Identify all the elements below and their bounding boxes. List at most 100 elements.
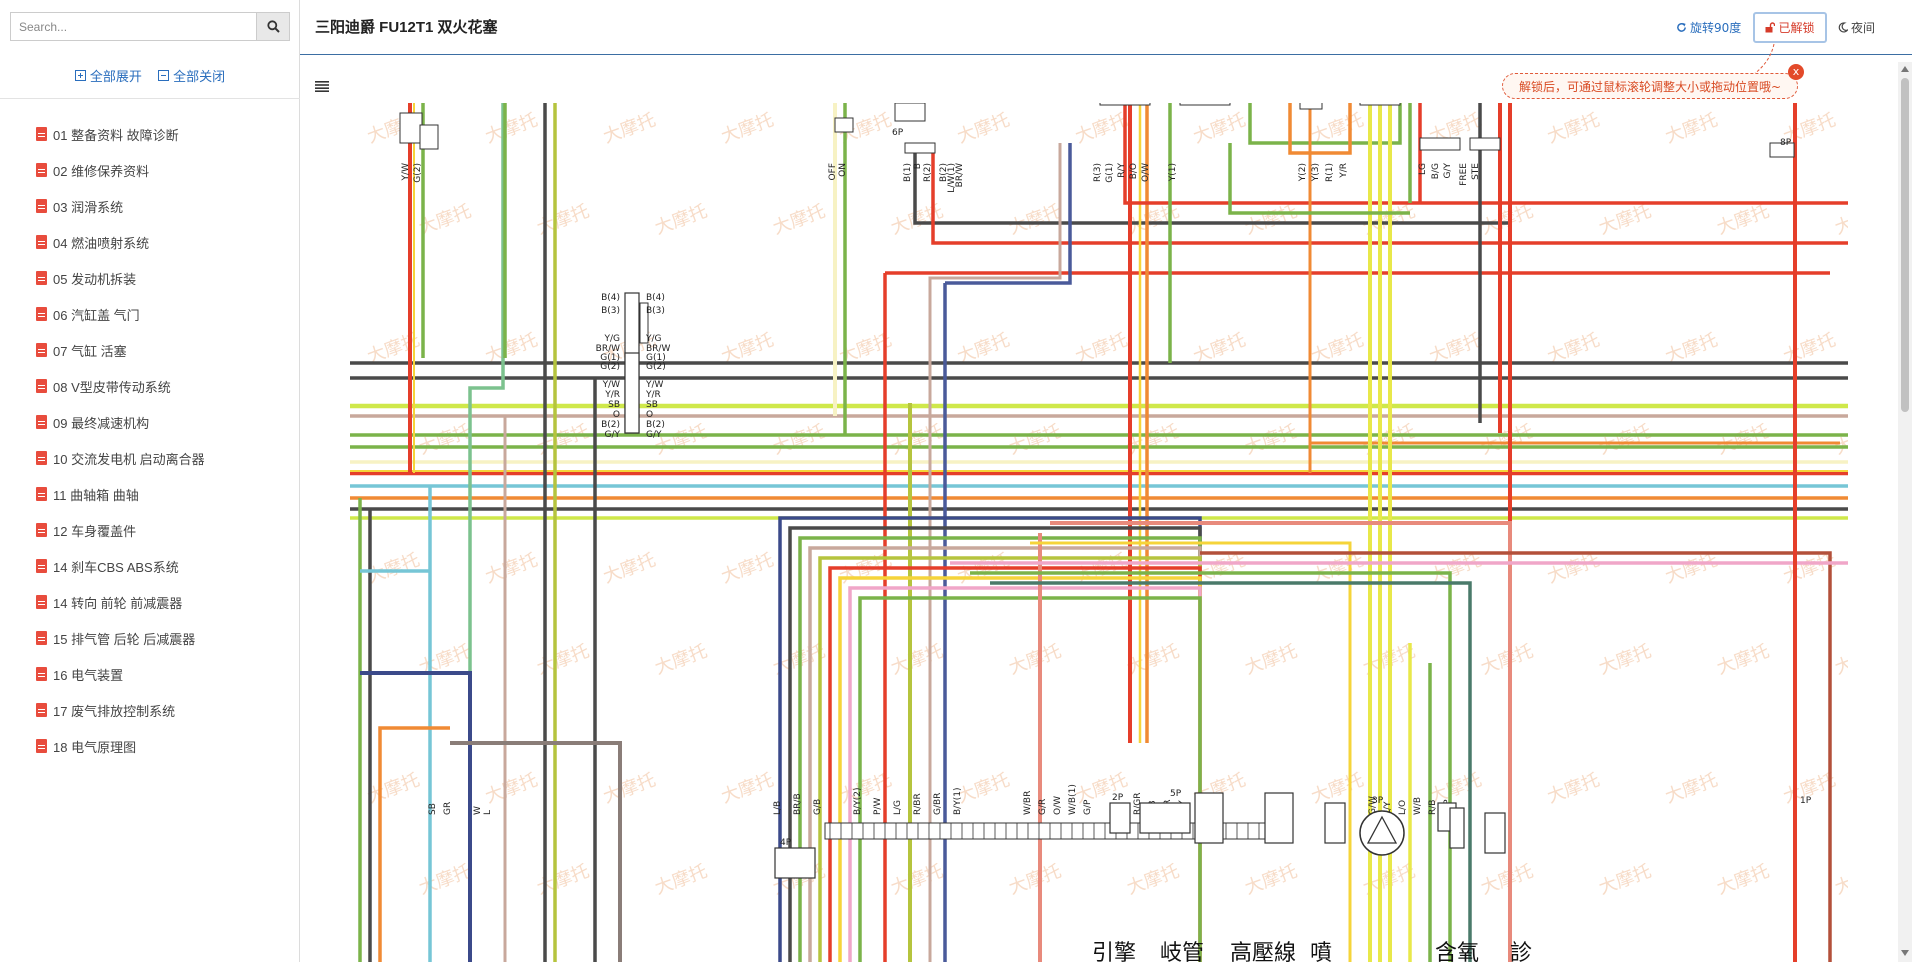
pdf-file-icon — [36, 523, 47, 537]
watermark-text: 大摩托 — [601, 109, 659, 147]
connector-pin-label-right: BR/W — [646, 344, 670, 354]
wire-label: O/W — [1141, 163, 1151, 182]
wire-label: W — [473, 806, 483, 815]
tree-item[interactable]: 07 气缸 活塞 — [36, 332, 296, 368]
tree-item-label: 07 气缸 活塞 — [53, 343, 127, 359]
tree-item[interactable]: 17 废气排放控制系统 — [36, 692, 296, 728]
connector-pin-label-right: SB — [646, 400, 658, 410]
connector-size-label: 5P — [1170, 789, 1182, 799]
watermark-text: 大摩托 — [1714, 201, 1772, 239]
tree-item-label: 11 曲轴箱 曲轴 — [53, 487, 139, 503]
rotate-label: 旋转90度 — [1690, 21, 1742, 35]
watermark-text: 大摩托 — [1006, 861, 1064, 899]
tree-item[interactable]: 15 排气管 后轮 后减震器 — [36, 620, 296, 656]
wire-label: SB — [428, 803, 438, 815]
watermark-text: 大摩托 — [534, 861, 592, 899]
wire-label: L/Y — [1383, 801, 1393, 815]
pdf-file-icon — [36, 199, 47, 213]
tree-item[interactable]: 09 最终减速机构 — [36, 404, 296, 440]
watermark-text: 大摩托 — [1478, 421, 1536, 459]
watermark-text: 大摩托 — [1545, 549, 1603, 587]
scroll-up-arrow[interactable] — [1901, 66, 1909, 72]
watermark-text: 大摩托 — [1124, 861, 1182, 899]
watermark-text: 大摩托 — [652, 641, 710, 679]
vertical-scrollbar[interactable] — [1898, 62, 1912, 962]
tree-item[interactable]: 11 曲轴箱 曲轴 — [36, 476, 296, 512]
watermark-text: 大摩托 — [1478, 641, 1536, 679]
connector-pin-label-left: Y/G — [603, 334, 620, 344]
tree-item[interactable]: 14 转向 前轮 前减震器 — [36, 584, 296, 620]
watermark-text: 大摩托 — [955, 769, 1013, 807]
tree-item[interactable]: 16 电气装置 — [36, 656, 296, 692]
tree-item[interactable]: 12 车身覆盖件 — [36, 512, 296, 548]
wire-label: P/W — [873, 798, 883, 815]
tree-item-label: 08 V型皮带传动系统 — [53, 379, 171, 395]
tree-item[interactable]: 03 润滑系统 — [36, 188, 296, 224]
connector-size-label: 6P — [892, 128, 904, 138]
connector-housing — [834, 117, 854, 133]
connector-housing — [1179, 103, 1231, 106]
wire-label: B/Y(1) — [953, 788, 963, 815]
search-button[interactable] — [256, 12, 290, 41]
watermark-text: 大摩托 — [1832, 201, 1848, 239]
pdf-file-icon — [36, 703, 47, 717]
connector-size-label: 2P — [1112, 793, 1124, 803]
wire-label: G(1) — [1105, 163, 1115, 183]
tree-item[interactable]: 02 维修保养资料 — [36, 152, 296, 188]
scroll-down-arrow[interactable] — [1901, 950, 1909, 956]
rotate-button[interactable]: 旋转90度 — [1676, 19, 1741, 36]
wire-label: OFF — [828, 163, 838, 180]
menu-icon[interactable] — [315, 77, 329, 96]
watermark-text: 大摩托 — [888, 641, 946, 679]
wire-label: B — [913, 163, 923, 169]
wire-label: B/O — [1129, 163, 1139, 179]
search-input[interactable] — [10, 12, 256, 41]
tree-item[interactable]: 08 V型皮带传动系统 — [36, 368, 296, 404]
expand-all-button[interactable]: 全部展开 — [74, 66, 142, 85]
scroll-thumb[interactable] — [1901, 78, 1909, 412]
watermark-text: 大摩托 — [1309, 769, 1367, 807]
connector-size-label: 3P — [1372, 796, 1384, 806]
pdf-file-icon — [36, 271, 47, 285]
diagram-viewer[interactable]: 大摩托大摩托大摩托大摩托大摩托大摩托大摩托大摩托大摩托大摩托大摩托大摩托大摩托大… — [350, 103, 1848, 962]
pdf-file-icon — [36, 235, 47, 249]
connector-block-mid-2 — [624, 352, 640, 434]
tree-item-label: 14 转向 前轮 前减震器 — [53, 595, 183, 611]
connector-housing — [904, 142, 936, 154]
watermark-text: 大摩托 — [1478, 861, 1536, 899]
tree-item[interactable]: 01 整备资料 故障诊断 — [36, 116, 296, 152]
tree-item[interactable]: 04 燃油喷射系统 — [36, 224, 296, 260]
component-label: 含氧 — [1435, 941, 1479, 962]
tree-item[interactable]: 10 交流发电机 启动离合器 — [36, 440, 296, 476]
tree-controls: 全部展开 全部关闭 — [0, 66, 300, 85]
lock-toggle-button[interactable]: 已解锁 — [1753, 12, 1827, 43]
tree-item[interactable]: 14 刹车CBS ABS系统 — [36, 548, 296, 584]
wire-label: Y(3) — [1311, 163, 1321, 182]
wire-label: R(1) — [1325, 163, 1335, 182]
watermark-text: 大摩托 — [1242, 201, 1300, 239]
connector-pin-label-left: SB — [608, 400, 620, 410]
watermark-text: 大摩托 — [601, 549, 659, 587]
wire-label: G/R — [1038, 799, 1048, 815]
search-icon — [266, 20, 280, 33]
connector-housing — [1419, 137, 1461, 151]
watermark-text: 大摩托 — [1242, 421, 1300, 459]
tree-item[interactable]: 05 发动机拆装 — [36, 260, 296, 296]
watermark-text: 大摩托 — [719, 549, 777, 587]
tree-item[interactable]: 18 电气原理图 — [36, 728, 296, 764]
tree-item[interactable]: 06 汽缸盖 气门 — [36, 296, 296, 332]
wire-label: W/B(1) — [1068, 784, 1078, 815]
component-label: 岐管 — [1160, 941, 1204, 962]
collapse-all-button[interactable]: 全部关闭 — [158, 66, 225, 85]
night-mode-button[interactable]: 夜间 — [1838, 19, 1875, 36]
connector-pin-label-left: O — [613, 410, 620, 420]
wiring-diagram[interactable]: 大摩托大摩托大摩托大摩托大摩托大摩托大摩托大摩托大摩托大摩托大摩托大摩托大摩托大… — [350, 103, 1848, 962]
tooltip-close-button[interactable]: x — [1788, 64, 1804, 80]
page-title: 三阳迪爵 FU12T1 双火花塞 — [315, 19, 498, 36]
wire-label: Y(2) — [1298, 163, 1308, 182]
tree-item-label: 04 燃油喷射系统 — [53, 235, 150, 251]
connector-housing — [419, 124, 439, 150]
watermark-text: 大摩托 — [888, 421, 946, 459]
rotate-icon — [1677, 22, 1686, 32]
wire-label: R(2) — [923, 163, 933, 182]
